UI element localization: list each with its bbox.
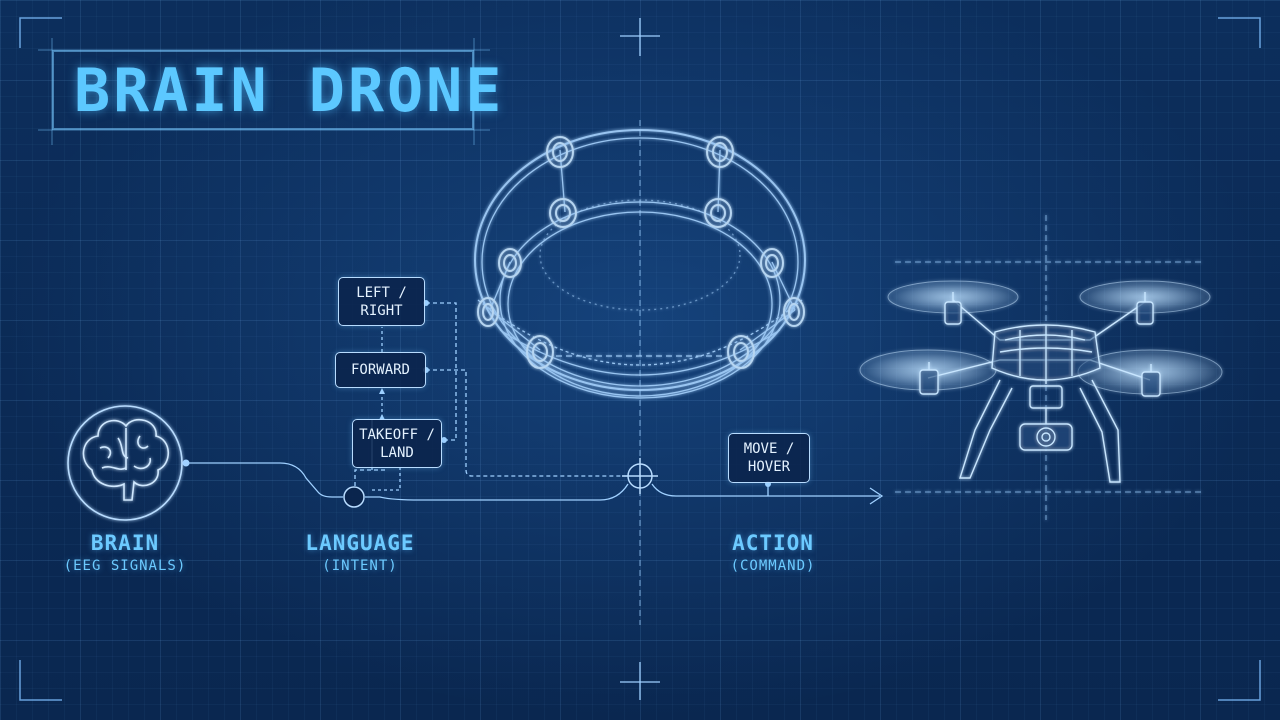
stage-action: ACTION (COMMAND) [693,531,853,574]
stage-language: LANGUAGE (INTENT) [280,531,440,574]
stage-brain: BRAIN (EEG SIGNALS) [45,531,205,574]
stage-brain-label: BRAIN [90,531,160,555]
page-title: BRAIN DRONE [74,56,505,126]
stage-brain-sub: (EEG SIGNALS) [63,558,187,574]
crosshair-bottom [620,662,660,700]
title-frame [52,50,474,130]
stage-action-label: ACTION [732,531,814,555]
eeg-headset-icon [474,129,806,399]
command-left-right: LEFT /RIGHT [338,277,425,326]
action-junction [622,458,658,494]
language-junction [343,486,365,508]
electrode-nodes [477,136,805,369]
crosshair-top [620,18,660,56]
brain-icon [67,405,183,521]
stage-action-sub: (COMMAND) [730,558,816,574]
stage-language-label: LANGUAGE [305,531,415,555]
command-move-hover: MOVE /HOVER [728,433,810,483]
stage-language-sub: (INTENT) [322,558,398,574]
command-takeoff-land: TAKEOFF /LAND [352,419,442,468]
drone-icon [859,215,1223,520]
flow-nodes [182,300,771,487]
command-forward: FORWARD [335,352,426,388]
corner-brackets [19,17,1261,701]
